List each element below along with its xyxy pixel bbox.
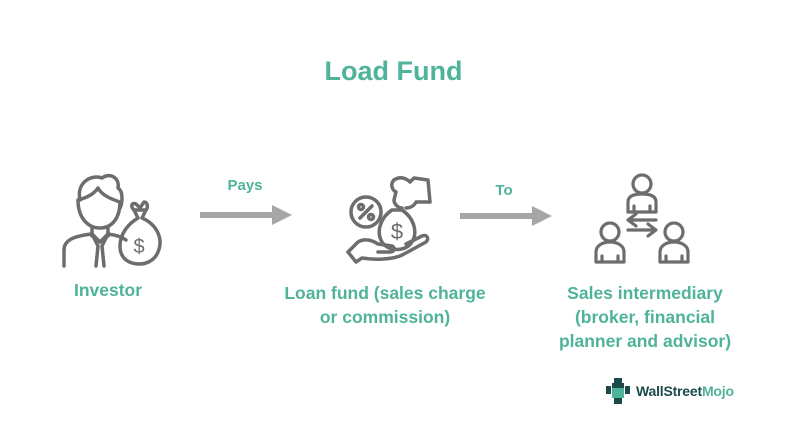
hand-money-bag-percent-icon: $ [346,176,432,264]
people-exchange-icon [594,173,690,264]
svg-text:$: $ [391,219,403,244]
arrow-right-icon [460,206,552,226]
investor-label: Investor [73,280,143,300]
logo-text-wallstreet: WallStreet [636,383,702,399]
sales-intermediary-label: Sales intermediary (broker, financial pl… [558,283,732,351]
wallstreetmojo-logo: WallStreetMojo [604,378,734,404]
diagram-title: Load Fund [324,56,463,86]
investor-icon: $ [62,173,162,268]
svg-text:$: $ [133,236,144,258]
mojo-mascot-icon [606,378,630,404]
arrow-right-icon [200,205,292,225]
arrow-label-to: To [495,182,513,199]
logo-text-mojo: Mojo [701,383,734,399]
arrow-label-pays: Pays [227,177,263,194]
loan-fund-label: Loan fund (sales charge or commission) [284,283,486,327]
